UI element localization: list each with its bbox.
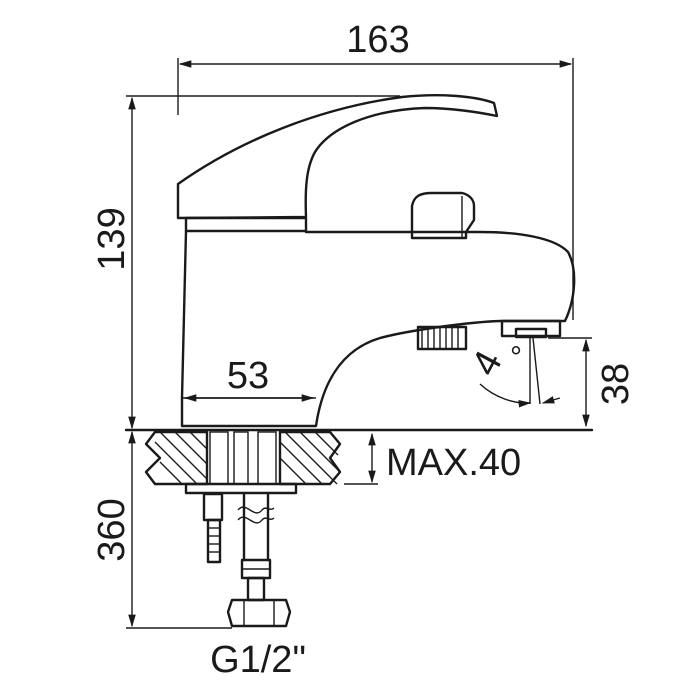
- cartridge-collar: [184, 216, 308, 233]
- lever-handle: [176, 94, 499, 220]
- dimension-spout-reach: 53: [183, 355, 315, 402]
- threaded-outlet: [416, 325, 468, 351]
- hex-nut: [226, 598, 292, 628]
- dimension-outlet-height: 38: [548, 337, 637, 428]
- dimension-overall-width: 163: [177, 19, 574, 320]
- connection-thread-label: G1/2": [210, 639, 306, 681]
- hose-length-label: 360: [91, 498, 133, 561]
- overall-height-label: 139: [91, 207, 133, 270]
- outlet-height-label: 38: [595, 363, 637, 405]
- dimension-tilt-angle: 4 °: [464, 337, 561, 408]
- spout-outline: [180, 229, 576, 428]
- deck-thickness-label: MAX.40: [386, 442, 521, 484]
- degree-symbol: °: [510, 341, 522, 374]
- faucet-body: [176, 94, 576, 428]
- dimension-deck-thickness: MAX.40: [344, 432, 521, 485]
- dimension-overall-height: 139: [91, 95, 400, 430]
- tilt-angle-label: 4: [464, 344, 511, 382]
- under-deck-fittings: [202, 492, 292, 628]
- spout-reach-label: 53: [227, 355, 269, 397]
- counter-deck: [124, 428, 594, 495]
- diverter-knob: [410, 191, 476, 240]
- overall-width-label: 163: [346, 19, 409, 61]
- dimension-hose-length: 360: [91, 430, 232, 629]
- aerator-tip: [500, 319, 562, 339]
